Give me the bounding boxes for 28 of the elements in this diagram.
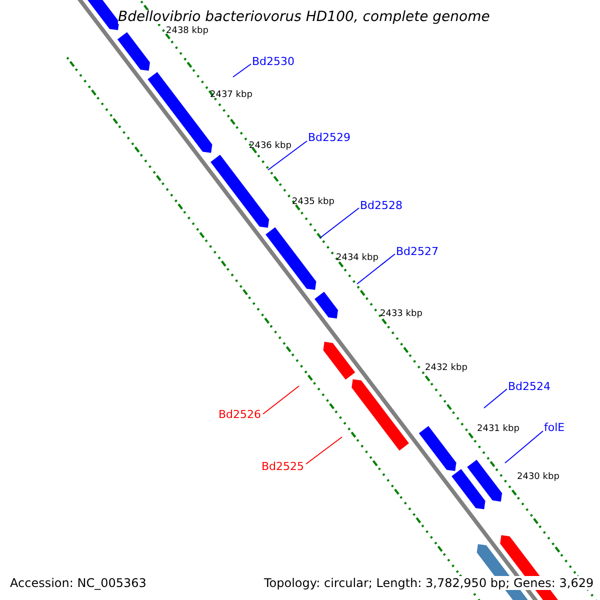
scale-label: 2431 kbp bbox=[477, 425, 520, 434]
title: Bdellovibrio bacteriovorus HD100, complete genome bbox=[118, 10, 490, 24]
leader-line bbox=[356, 254, 396, 284]
leader-line bbox=[504, 430, 544, 464]
scale-label: 2435 kbp bbox=[292, 198, 334, 207]
leader-line bbox=[306, 436, 342, 464]
leader-line bbox=[268, 140, 308, 170]
scale-label: 2437 kbp bbox=[210, 91, 252, 100]
scale-label: 2436 kbp bbox=[249, 142, 292, 151]
footer-text: Accession: NC_005363 bbox=[8, 576, 148, 590]
gene-label: Bd2524 bbox=[508, 381, 551, 392]
scale-label: 2432 kbp bbox=[425, 364, 468, 373]
footer-text: Topology: circular; Length: 3,782,950 bp; Genes: 3,629 bbox=[262, 576, 596, 590]
gene-label: Bd2530 bbox=[252, 56, 295, 67]
gene-label: Bd2525 bbox=[261, 461, 304, 472]
gene-label: Bd2529 bbox=[308, 132, 351, 143]
leader-line bbox=[320, 208, 360, 238]
gene-label: folE bbox=[544, 422, 565, 433]
leader-line bbox=[232, 64, 252, 78]
gene-label: Bd2528 bbox=[360, 200, 403, 211]
scale-label: 2430 kbp bbox=[517, 473, 560, 482]
gene-label: Bd2527 bbox=[396, 246, 439, 257]
leader-line bbox=[262, 386, 300, 414]
scale-label: 2438 kbp bbox=[166, 27, 208, 36]
leader-line bbox=[484, 388, 508, 408]
scale-label: 2433 kbp bbox=[380, 310, 422, 319]
gene-label: Bd2526 bbox=[218, 409, 261, 420]
scale-label: 2434 kbp bbox=[336, 254, 378, 263]
